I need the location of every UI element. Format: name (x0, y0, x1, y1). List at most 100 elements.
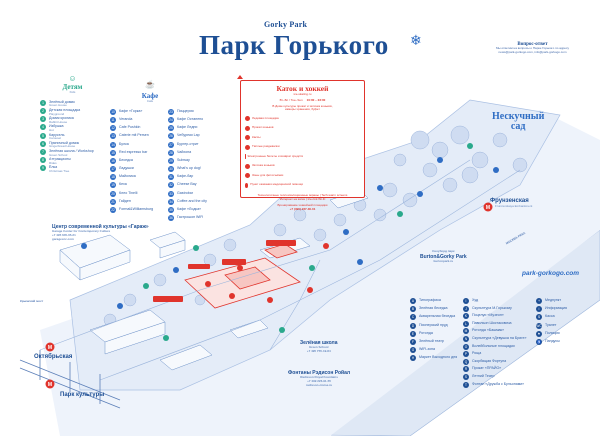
cafe-subtitle: Cafe (146, 99, 154, 103)
rink-foot-3: Бронирование хоккейной площадки (277, 202, 328, 207)
snowflake-icon: ❄ (410, 32, 422, 48)
rink-legend-item: Тёплые раздевалки (245, 144, 303, 150)
page-title: Парк Горького (199, 30, 389, 60)
rink-title: Каток и хоккей (276, 84, 329, 93)
rink-phone[interactable]: +7 (495) 237-30-01 (289, 206, 316, 211)
qa-box: Вопрос-ответ Мы ответим на вопросы о Пар… (470, 42, 595, 55)
oktyabrskaya-station[interactable]: Октябрьская (34, 354, 73, 360)
svg-text:M: M (48, 345, 52, 351)
fountain-label[interactable]: Фонтаны Рэдисон Ройал Radisson Royal Fou… (288, 370, 351, 387)
burton-label[interactable]: Сноуборд парк Burton&Gorky Park burtonpa… (420, 249, 467, 263)
park-kultury-station[interactable]: Парк культуры (60, 392, 105, 398)
site-link[interactable]: park-gorkogo.com (522, 270, 580, 277)
rink-legend-item: Ледовая площадка (245, 116, 303, 122)
police-icon[interactable]: ⚑Полиция (536, 330, 560, 337)
svg-text:M: M (48, 382, 52, 388)
green-school-label[interactable]: Зелёная школа Green School +7 495 755-19… (300, 340, 338, 353)
rink-foot-1: Технологичные теплоизоляционные экраны |… (257, 193, 348, 198)
cup-icon: ☕ (145, 80, 155, 89)
garage-label[interactable]: Центр современной культуры «Гараж» Garag… (52, 224, 149, 241)
brand-gorky-park: Gorky Park (264, 20, 308, 29)
rink-desc-1: В Доме культуры прокат и заточка коньков… (272, 103, 333, 108)
rink-site[interactable]: ice-skating.ru (293, 92, 312, 96)
frunzenskaya-embankment-label: Frunzenskaya Embankment (495, 204, 533, 208)
qa-emails[interactable]: news@park-gorkogo.com, info@park-gorkogo… (498, 49, 567, 54)
cashier-icon[interactable]: $Касса (536, 314, 594, 322)
crimea-bridge-label: Крымский мост (20, 299, 44, 303)
rink-legend-item: Электронные билеты и возврат средств (245, 153, 303, 160)
frunzenskaya-station[interactable]: Фрунзенская (490, 198, 529, 204)
ramp-icon[interactable]: ♿Пандусы (536, 338, 560, 345)
first-aid-icon[interactable]: +Медпункт (536, 298, 594, 306)
qa-line1: Мы ответим на вопросы о Парке Горького п… (496, 46, 569, 50)
rink-legend-item: Пункт оказания медицинской помощи (245, 182, 303, 188)
